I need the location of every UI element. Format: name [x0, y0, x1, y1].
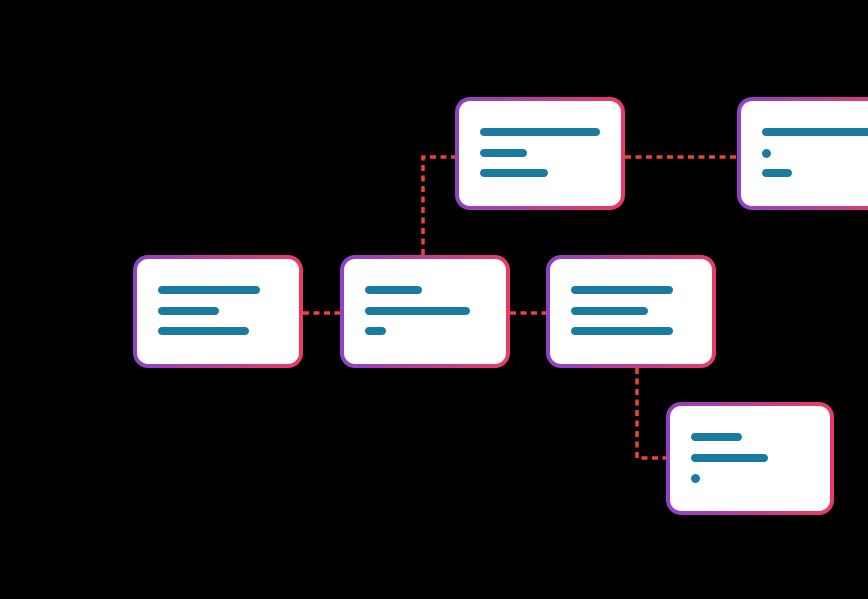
skeleton-text-bar — [158, 327, 249, 336]
skeleton-text-bar — [480, 169, 548, 178]
connector-mid-right-to-bottom-right — [635, 368, 666, 460]
skeleton-text-bar — [571, 306, 648, 315]
connector-mid-center-to-top-center — [421, 155, 455, 255]
skeleton-text-bar — [480, 128, 600, 136]
skeleton-text-bar — [691, 433, 742, 441]
node-mid-right[interactable] — [546, 255, 716, 368]
skeleton-text-bar — [365, 306, 470, 315]
node-mid-center[interactable] — [340, 255, 510, 368]
skeleton-text-bar — [480, 148, 527, 157]
skeleton-text-bar — [158, 286, 260, 294]
skeleton-text-bar — [365, 286, 422, 294]
bullet-dot — [691, 474, 700, 484]
node-top-center[interactable] — [455, 97, 625, 210]
skeleton-text-bar — [571, 286, 673, 294]
skeleton-text-bar — [762, 169, 792, 178]
node-bottom-right[interactable] — [666, 402, 834, 515]
skeleton-text-bar — [571, 327, 673, 336]
skeleton-text-bar — [762, 128, 868, 136]
skeleton-text-bar — [691, 453, 768, 462]
node-top-right[interactable] — [737, 97, 868, 210]
skeleton-text-bar — [365, 327, 386, 336]
bullet-dot — [762, 148, 771, 158]
node-mid-left[interactable] — [133, 255, 303, 368]
skeleton-text-bar — [158, 306, 219, 315]
